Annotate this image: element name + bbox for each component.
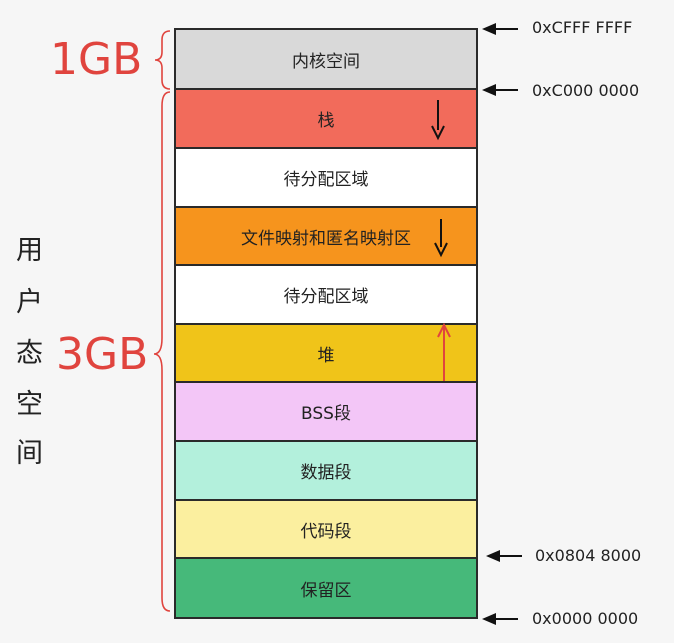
segment-label: 堆 <box>317 345 335 366</box>
address-bottom: 0x0000 0000 <box>532 609 639 628</box>
segment-label: 代码段 <box>300 521 352 542</box>
heap-grow-up-arrow <box>437 322 451 381</box>
kernel-brace <box>154 30 171 90</box>
user-size-label: 3GB <box>56 329 149 380</box>
user-space-char-2: 户 <box>16 287 43 318</box>
address-arrow-kernel-start <box>482 84 518 96</box>
user-space-char-1: 用 <box>16 235 43 266</box>
segment-reserved: 保留区 <box>174 557 478 619</box>
address-kernel-start: 0xC000 0000 <box>532 81 640 100</box>
segment-label: 待分配区域 <box>283 287 369 307</box>
segment-label: 文件映射和匿名映射区 <box>241 228 411 249</box>
stack-grow-down-arrow <box>431 100 445 141</box>
segment-heap: 堆 <box>174 323 478 383</box>
segment-label: 待分配区域 <box>283 170 369 190</box>
address-arrow-bottom <box>482 613 518 625</box>
segment-kernel-space: 内核空间 <box>174 28 478 90</box>
segment-label: 内核空间 <box>292 51 360 72</box>
mmap-grow-down-arrow <box>434 219 448 258</box>
address-arrow-top <box>482 23 518 35</box>
segment-label: 栈 <box>317 111 335 131</box>
user-space-char-4: 空 <box>16 389 43 420</box>
kernel-size-label: 1GB <box>50 34 143 85</box>
segment-label: BSS段 <box>301 404 351 424</box>
segment-unallocated-2: 待分配区域 <box>174 264 478 325</box>
address-code-start: 0x0804 8000 <box>535 546 642 565</box>
segment-unallocated-1: 待分配区域 <box>174 147 478 208</box>
user-space-char-3: 态 <box>16 338 43 369</box>
user-space-char-5: 间 <box>16 438 43 469</box>
user-brace <box>153 91 171 612</box>
address-top: 0xCFFF FFFF <box>532 18 633 37</box>
segment-label: 数据段 <box>300 463 352 483</box>
segment-label: 保留区 <box>300 580 352 601</box>
address-arrow-code-start <box>486 550 522 562</box>
segment-bss: BSS段 <box>174 381 478 442</box>
